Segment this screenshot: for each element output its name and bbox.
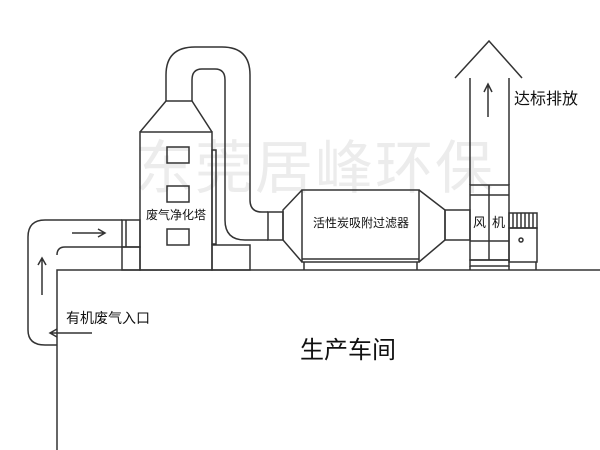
motor-body <box>508 227 538 263</box>
purification-tower <box>139 131 213 271</box>
exhaust-stack <box>469 78 510 185</box>
tower-cone <box>139 100 213 133</box>
inlet-flange <box>121 219 141 248</box>
flow-arrow-left <box>48 328 92 338</box>
fan-label-2: 机 <box>492 216 506 231</box>
fan-label-1: 风 <box>473 216 487 231</box>
tower-window <box>166 146 190 164</box>
filter-inlet-flange <box>267 211 284 241</box>
tower-window <box>166 185 190 203</box>
exhaust-arrowhead <box>454 39 523 79</box>
tower-label: 废气净化塔 <box>146 208 207 222</box>
flow-arrow-up-stack <box>483 82 493 117</box>
exhaust-label: 达标排放 <box>514 89 579 108</box>
watermark: 东莞居峰环保 <box>135 134 496 202</box>
inlet-duct <box>27 219 122 346</box>
inlet-label: 有机废气入口 <box>66 311 150 327</box>
flow-arrow-up <box>37 256 47 295</box>
workshop-label: 生产车间 <box>300 336 396 364</box>
activated-carbon-filter <box>301 189 420 263</box>
connecting-pipe <box>165 46 268 241</box>
tower-window <box>166 228 190 246</box>
filter-outlet-flange <box>444 209 471 241</box>
flow-arrow-right <box>72 228 107 238</box>
workshop-outline <box>56 269 600 450</box>
filter-label: 活性炭吸附过滤器 <box>313 216 410 230</box>
